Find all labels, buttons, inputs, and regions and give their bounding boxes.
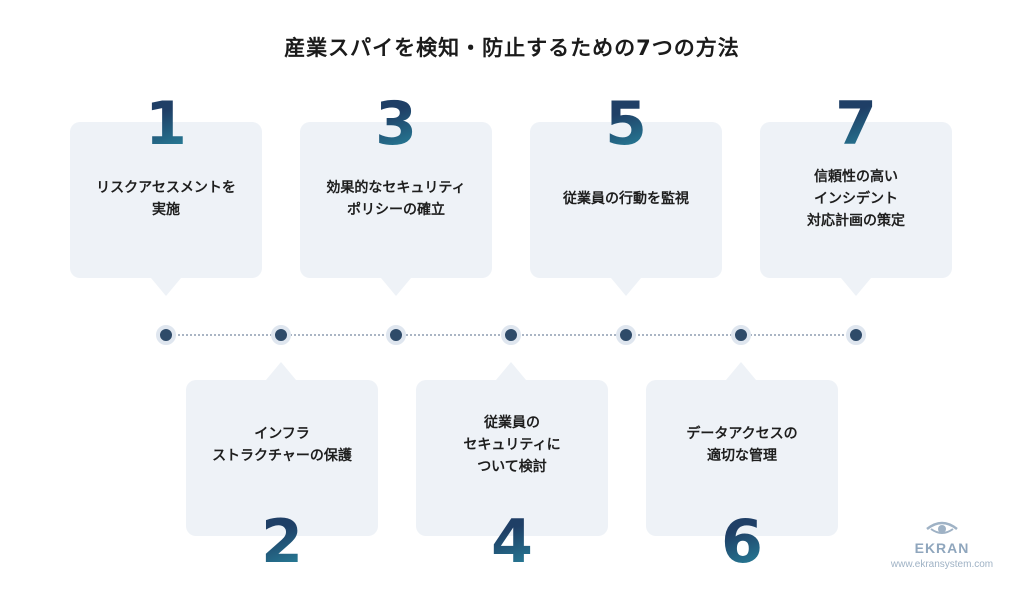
step-text-6: データアクセスの 適切な管理	[686, 426, 798, 464]
eye-icon	[926, 521, 958, 534]
step-number-4: 4	[472, 512, 552, 572]
timeline-dot-5	[616, 325, 636, 345]
step-number-3: 3	[356, 94, 436, 154]
card-pointer-1	[151, 278, 181, 296]
step-card-7: 信頼性の高い インシデント 対応計画の策定	[760, 122, 952, 278]
step-card-5: 従業員の行動を監視	[530, 122, 722, 278]
step-text-3: 効果的なセキュリティ ポリシーの確立	[326, 180, 466, 218]
ekran-logo: EKRAN www.ekransystem.com	[872, 520, 1012, 570]
card-pointer-3	[381, 278, 411, 296]
timeline-dot-4	[501, 325, 521, 345]
logo-url: www.ekransystem.com	[890, 559, 994, 570]
step-number-7: 7	[816, 94, 896, 154]
step-card-3: 効果的なセキュリティ ポリシーの確立	[300, 122, 492, 278]
step-card-1: リスクアセスメントを 実施	[70, 122, 262, 278]
card-pointer-5	[611, 278, 641, 296]
card-pointer-2	[266, 362, 296, 380]
page-title: 産業スパイを検知・防止するための7つの方法	[284, 36, 740, 60]
step-text-7: 信頼性の高い インシデント 対応計画の策定	[807, 169, 905, 229]
step-card-4: 従業員の セキュリティに ついて検討	[416, 380, 608, 536]
step-card-2: インフラ ストラクチャーの保護	[186, 380, 378, 536]
timeline-dot-3	[386, 325, 406, 345]
logo-brand: EKRAN	[914, 540, 970, 556]
step-text-1: リスクアセスメントを 実施	[96, 180, 236, 218]
step-number-6: 6	[702, 512, 782, 572]
timeline-dot-1	[156, 325, 176, 345]
step-number-5: 5	[586, 94, 666, 154]
step-text-2: インフラ ストラクチャーの保護	[212, 426, 352, 464]
card-pointer-6	[726, 362, 756, 380]
card-pointer-7	[841, 278, 871, 296]
step-number-1: 1	[126, 94, 206, 154]
step-text-5: 従業員の行動を監視	[563, 191, 689, 207]
step-text-4: 従業員の セキュリティに ついて検討	[463, 415, 561, 475]
card-pointer-4	[496, 362, 526, 380]
timeline-dot-2	[271, 325, 291, 345]
timeline-dot-6	[731, 325, 751, 345]
step-card-6: データアクセスの 適切な管理	[646, 380, 838, 536]
timeline-dot-7	[846, 325, 866, 345]
step-number-2: 2	[242, 512, 322, 572]
